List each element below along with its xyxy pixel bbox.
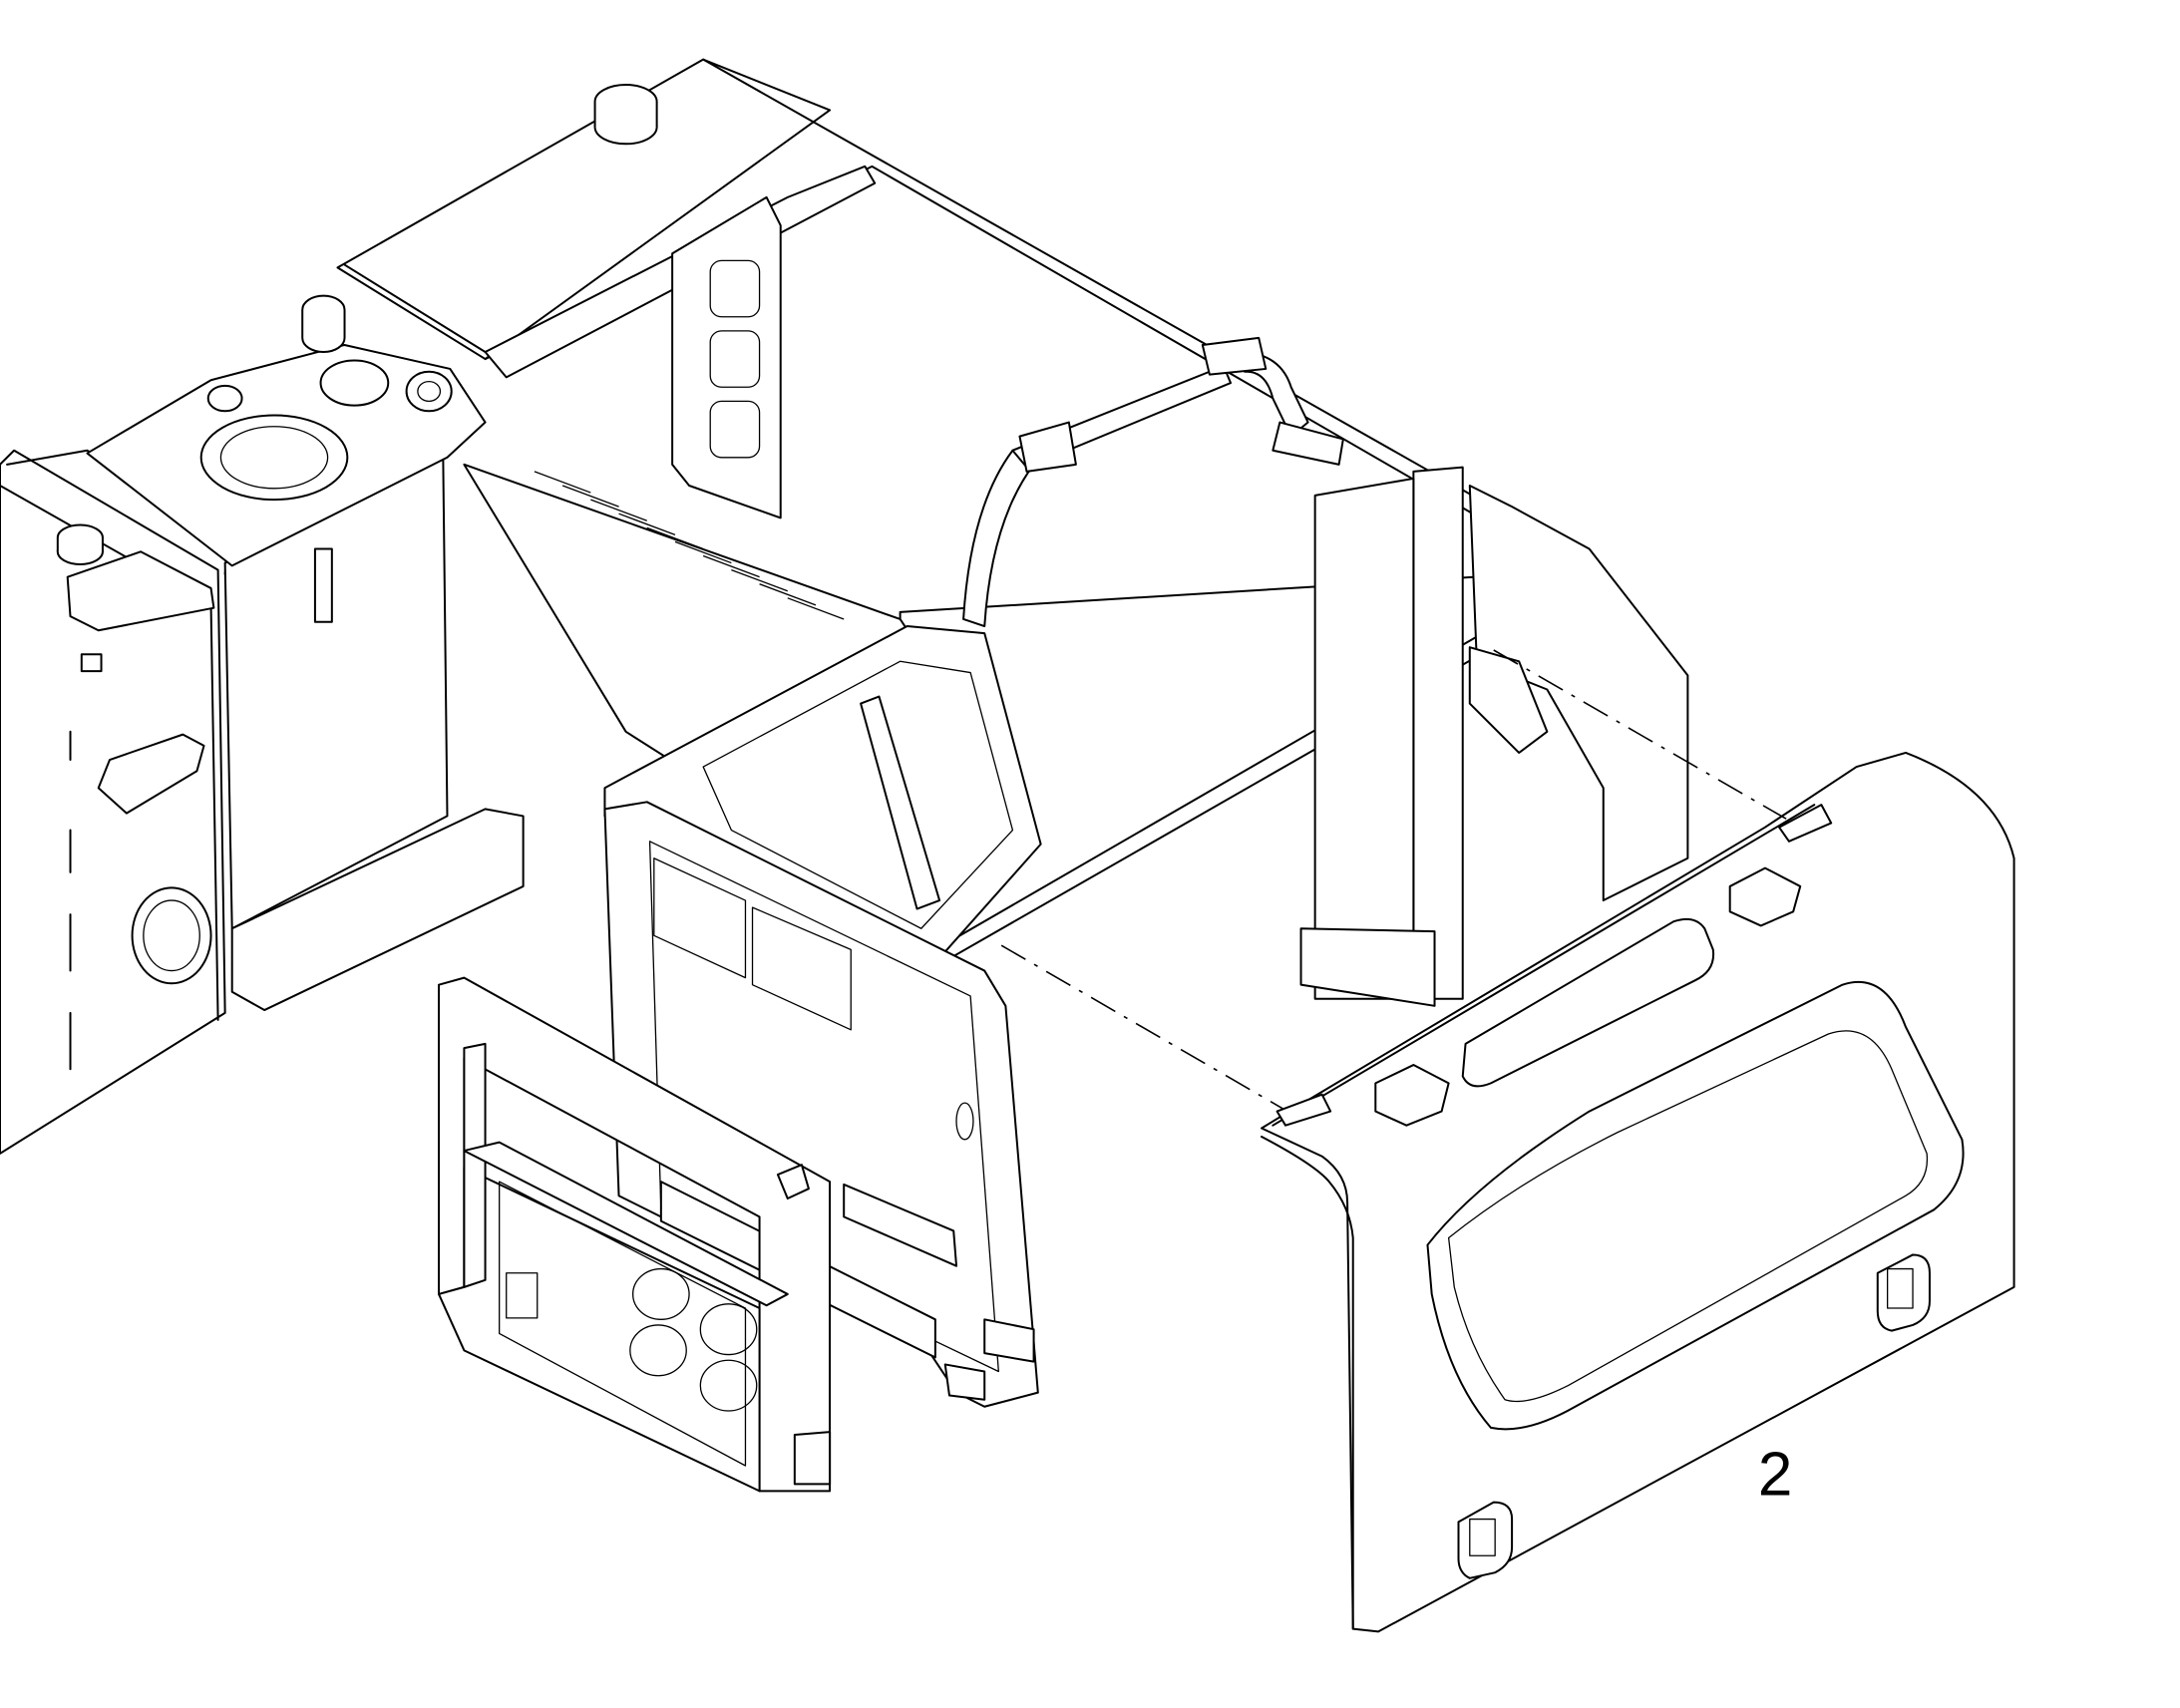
side-cover-panel (1262, 753, 2014, 1631)
part-callout-2: 2 (1758, 1441, 1793, 1510)
alignment-lines (1001, 650, 1786, 1109)
main-frame (464, 60, 1687, 1006)
left-tank-assembly (0, 60, 830, 1154)
front-ladder-frame (439, 978, 830, 1492)
